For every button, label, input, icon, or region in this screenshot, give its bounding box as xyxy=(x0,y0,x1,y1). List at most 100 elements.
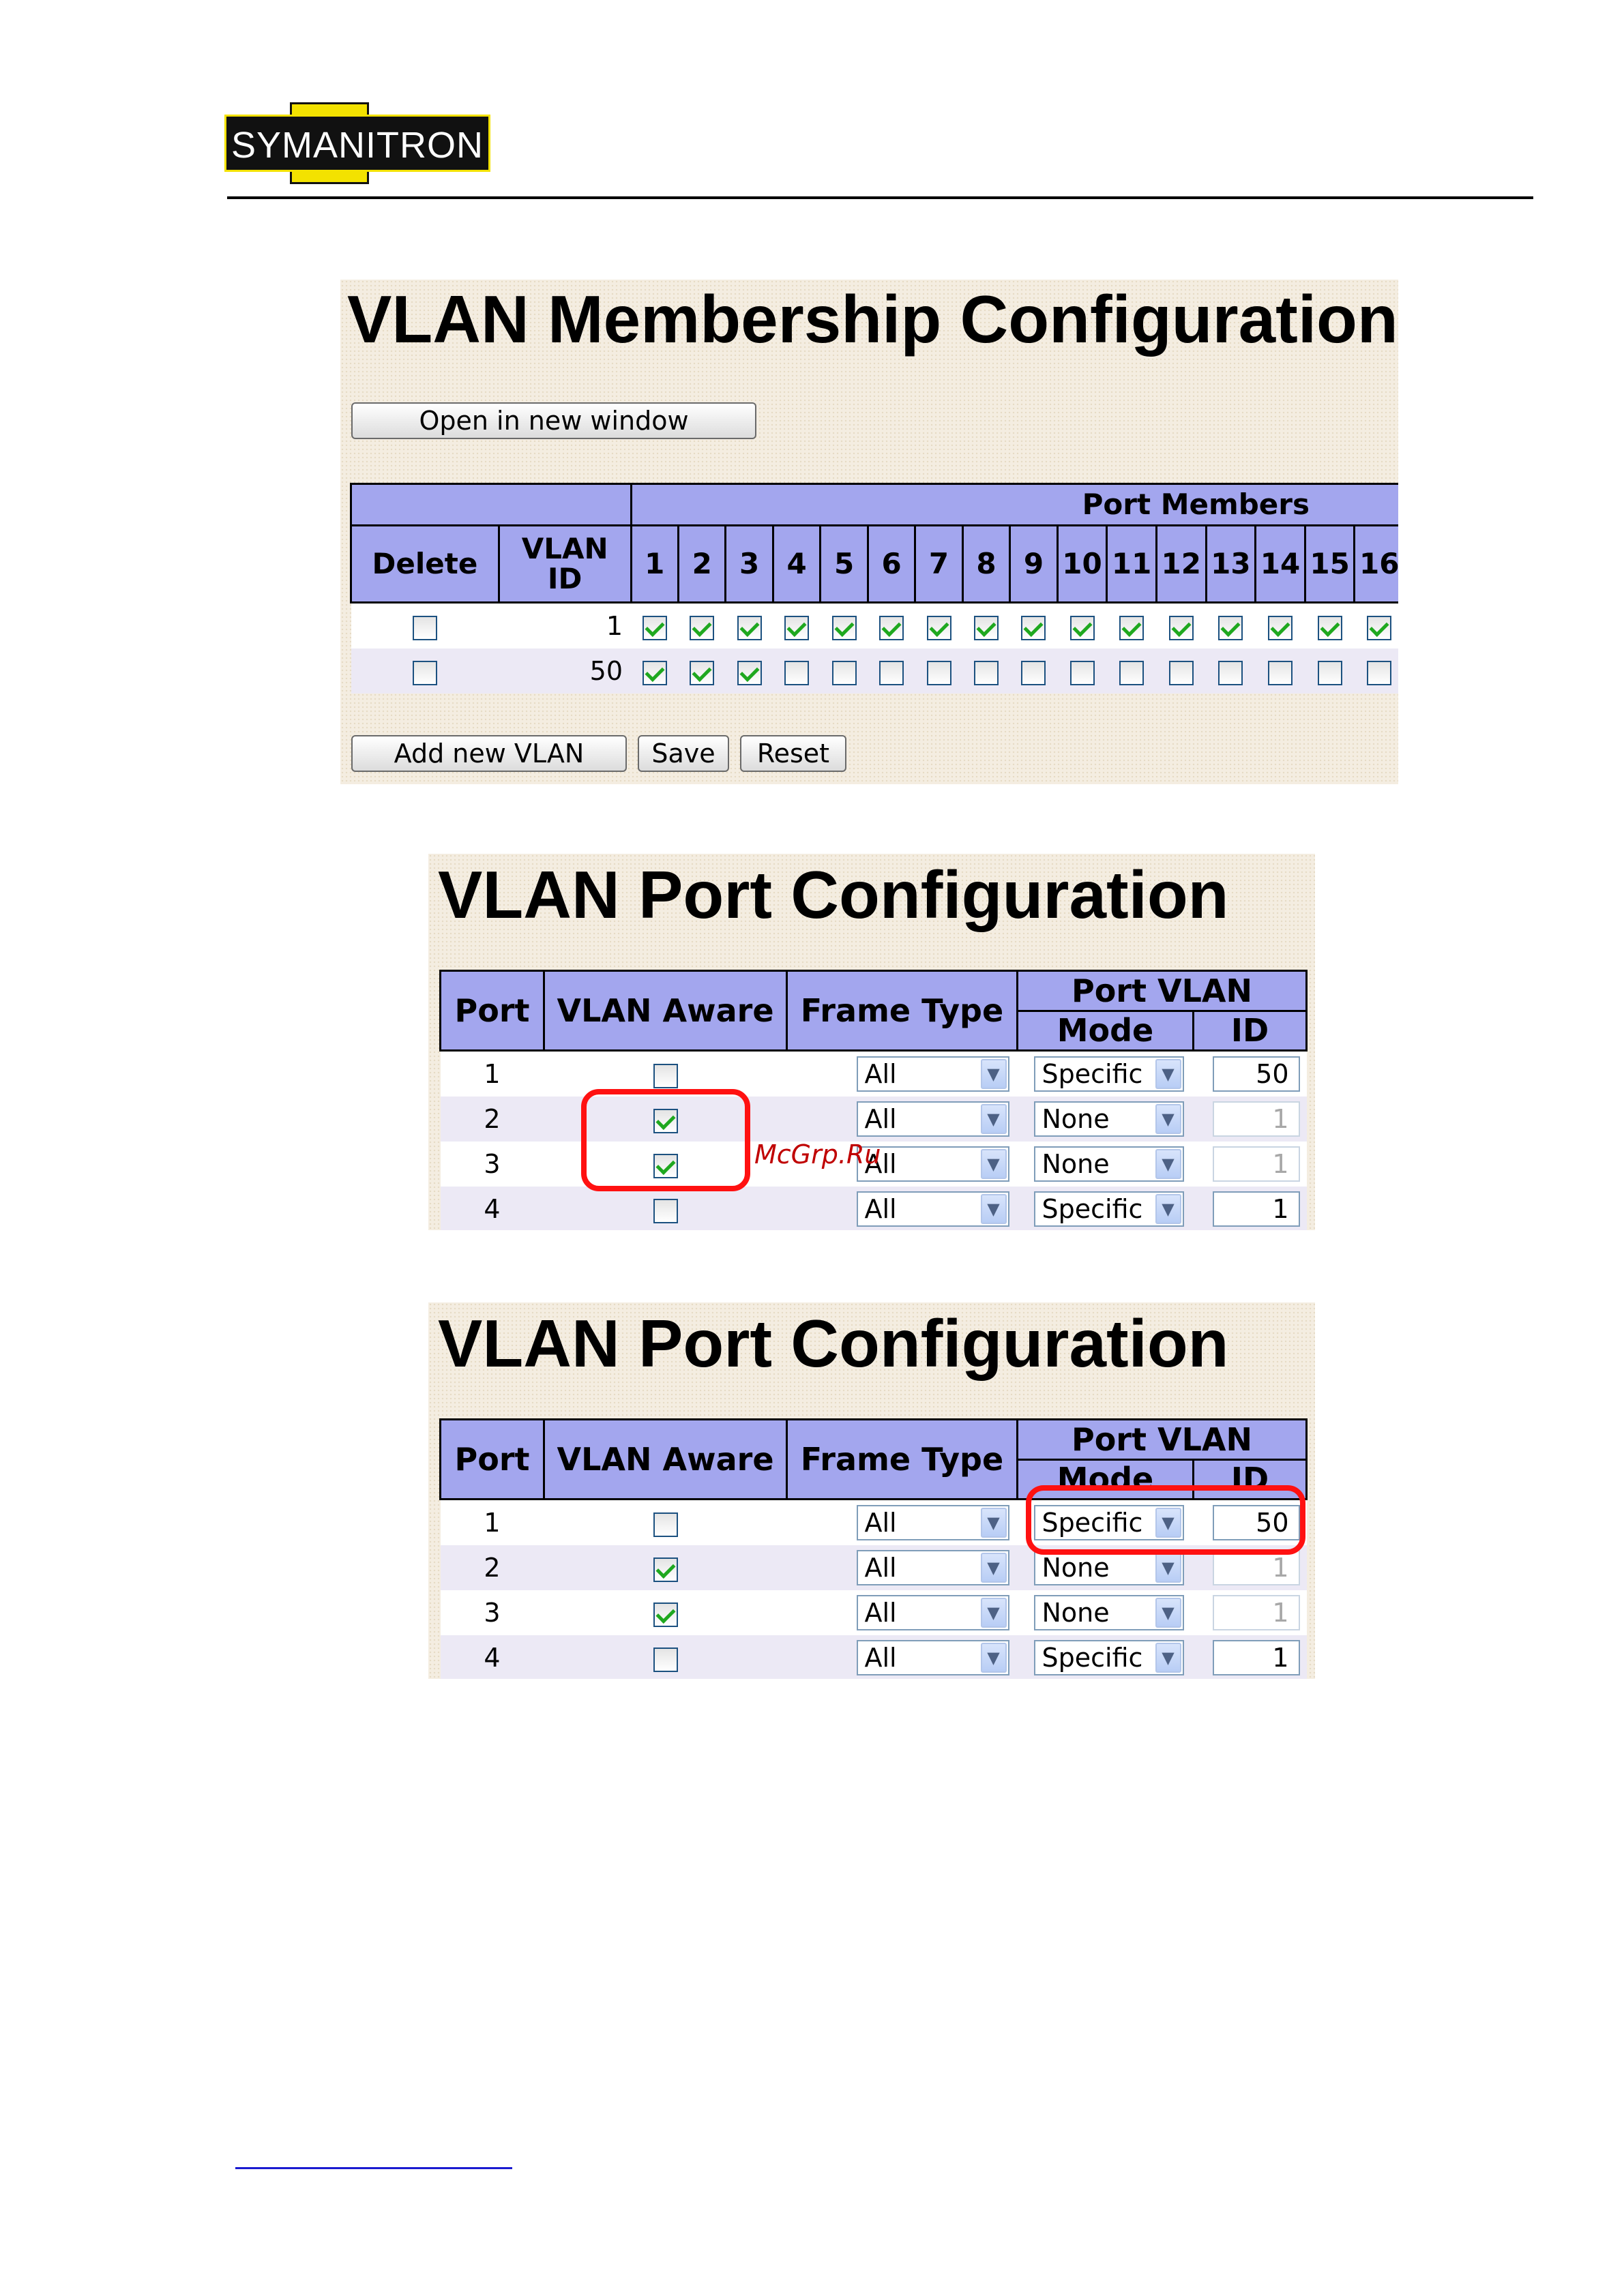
vlan-port-table-1: Port VLAN Aware Frame Type Port VLAN Mod… xyxy=(439,970,1308,1230)
member-checkbox-port-6[interactable] xyxy=(879,660,904,685)
delete-checkbox[interactable] xyxy=(412,615,437,640)
frame-type-select[interactable]: All▼ xyxy=(856,1191,1009,1227)
vlan-aware-checkbox[interactable] xyxy=(653,1198,678,1223)
member-checkbox-port-13[interactable] xyxy=(1218,660,1243,685)
watermark: McGrp.Ru xyxy=(754,1139,881,1169)
member-cell xyxy=(868,602,915,648)
member-checkbox-port-4[interactable] xyxy=(784,660,810,685)
mode-select[interactable]: Specific▼ xyxy=(1033,1056,1184,1092)
mode-select[interactable]: None▼ xyxy=(1033,1101,1184,1137)
pvid-input[interactable]: 1 xyxy=(1212,1640,1300,1675)
port-number: 1 xyxy=(440,1050,544,1097)
chevron-down-icon: ▼ xyxy=(1155,1194,1181,1224)
member-checkbox-port-10[interactable] xyxy=(1069,615,1095,640)
frame-type-select[interactable]: All▼ xyxy=(856,1505,1009,1540)
member-checkbox-port-9[interactable] xyxy=(1021,660,1046,685)
mode-select[interactable]: None▼ xyxy=(1033,1595,1184,1630)
vlan-aware-cell xyxy=(544,1635,787,1679)
member-checkbox-port-8[interactable] xyxy=(974,615,999,640)
port-number: 4 xyxy=(440,1635,544,1679)
vlan-aware-checkbox[interactable] xyxy=(653,1153,678,1178)
member-checkbox-port-12[interactable] xyxy=(1168,660,1194,685)
save-button[interactable]: Save xyxy=(638,735,729,772)
member-checkbox-port-1[interactable] xyxy=(642,660,667,685)
delete-cell xyxy=(351,602,499,648)
pvid-input[interactable]: 50 xyxy=(1212,1056,1300,1092)
header-port-2: 2 xyxy=(677,524,727,603)
chevron-down-icon: ▼ xyxy=(980,1149,1007,1179)
vlan-aware-checkbox[interactable] xyxy=(653,1557,678,1582)
chevron-down-icon: ▼ xyxy=(1155,1104,1181,1134)
frame-type-select[interactable]: All▼ xyxy=(856,1640,1009,1675)
frame-type-select[interactable]: All▼ xyxy=(856,1550,1009,1585)
vlan-aware-checkbox[interactable] xyxy=(653,1512,678,1537)
member-checkbox-port-2[interactable] xyxy=(690,615,715,640)
vlan-id-value: 1 xyxy=(499,602,631,648)
member-checkbox-port-4[interactable] xyxy=(784,615,810,640)
vlan-aware-highlight xyxy=(581,1089,750,1191)
frame-type-select[interactable]: All▼ xyxy=(856,1101,1009,1137)
frame-type-select[interactable]: All▼ xyxy=(856,1146,1009,1182)
mode-select[interactable]: None▼ xyxy=(1033,1146,1184,1182)
member-checkbox-port-8[interactable] xyxy=(974,660,999,685)
member-checkbox-port-12[interactable] xyxy=(1168,615,1194,640)
chevron-down-icon: ▼ xyxy=(1155,1059,1181,1089)
pvid-input[interactable]: 1 xyxy=(1212,1146,1300,1182)
member-checkbox-port-15[interactable] xyxy=(1317,660,1342,685)
member-cell xyxy=(773,602,821,648)
member-checkbox-port-3[interactable] xyxy=(737,615,762,640)
header-vlan-aware: VLAN Aware xyxy=(543,970,788,1052)
pvid-input[interactable]: 1 xyxy=(1212,1550,1300,1585)
add-new-vlan-button[interactable]: Add new VLAN xyxy=(351,735,627,772)
member-cell xyxy=(1206,648,1256,694)
member-checkbox-port-3[interactable] xyxy=(737,660,762,685)
port-config-title-2: VLAN Port Configuration xyxy=(438,1306,1229,1381)
member-cell xyxy=(1354,602,1398,648)
member-checkbox-port-15[interactable] xyxy=(1317,615,1342,640)
pvid-cell: 1 xyxy=(1193,1635,1307,1679)
member-checkbox-port-14[interactable] xyxy=(1268,660,1293,685)
member-checkbox-port-13[interactable] xyxy=(1218,615,1243,640)
mode-select[interactable]: Specific▼ xyxy=(1033,1505,1184,1540)
pvid-cell: 1 xyxy=(1193,1142,1307,1187)
member-checkbox-port-16[interactable] xyxy=(1367,615,1392,640)
member-cell xyxy=(868,648,915,694)
member-checkbox-port-5[interactable] xyxy=(831,615,857,640)
member-checkbox-port-6[interactable] xyxy=(879,615,904,640)
reset-button[interactable]: Reset xyxy=(740,735,846,772)
pvid-input[interactable]: 1 xyxy=(1212,1101,1300,1137)
mode-select[interactable]: Specific▼ xyxy=(1033,1640,1184,1675)
vlan-aware-checkbox[interactable] xyxy=(653,1647,678,1672)
vlan-aware-checkbox[interactable] xyxy=(653,1108,678,1133)
member-checkbox-port-1[interactable] xyxy=(642,615,667,640)
frame-type-select[interactable]: All▼ xyxy=(856,1056,1009,1092)
mode-select[interactable]: None▼ xyxy=(1033,1550,1184,1585)
chevron-down-icon: ▼ xyxy=(980,1598,1007,1628)
pvid-input[interactable]: 50 xyxy=(1212,1505,1300,1540)
member-checkbox-port-2[interactable] xyxy=(690,660,715,685)
delete-checkbox[interactable] xyxy=(412,660,437,685)
table-row: 4 All▼ Specific▼ 1 xyxy=(440,1635,1307,1679)
mode-value: Specific xyxy=(1042,1643,1143,1673)
member-checkbox-port-10[interactable] xyxy=(1069,660,1095,685)
pvid-input[interactable]: 1 xyxy=(1212,1595,1300,1630)
header-port-16: 16 xyxy=(1353,524,1398,603)
member-checkbox-port-9[interactable] xyxy=(1021,615,1046,640)
member-checkbox-port-11[interactable] xyxy=(1119,615,1145,640)
open-in-new-window-button[interactable]: Open in new window xyxy=(351,402,756,439)
member-checkbox-port-11[interactable] xyxy=(1119,660,1145,685)
mode-select[interactable]: Specific▼ xyxy=(1033,1191,1184,1227)
pvid-input[interactable]: 1 xyxy=(1212,1191,1300,1227)
vlan-aware-checkbox[interactable] xyxy=(653,1063,678,1088)
member-checkbox-port-14[interactable] xyxy=(1268,615,1293,640)
table-row: 1 xyxy=(351,602,1398,648)
member-checkbox-port-7[interactable] xyxy=(926,660,951,685)
header-blank xyxy=(350,483,632,526)
vlan-aware-checkbox[interactable] xyxy=(653,1602,678,1627)
member-checkbox-port-7[interactable] xyxy=(926,615,951,640)
member-checkbox-port-5[interactable] xyxy=(831,660,857,685)
member-checkbox-port-16[interactable] xyxy=(1367,660,1392,685)
frame-type-select[interactable]: All▼ xyxy=(856,1595,1009,1630)
